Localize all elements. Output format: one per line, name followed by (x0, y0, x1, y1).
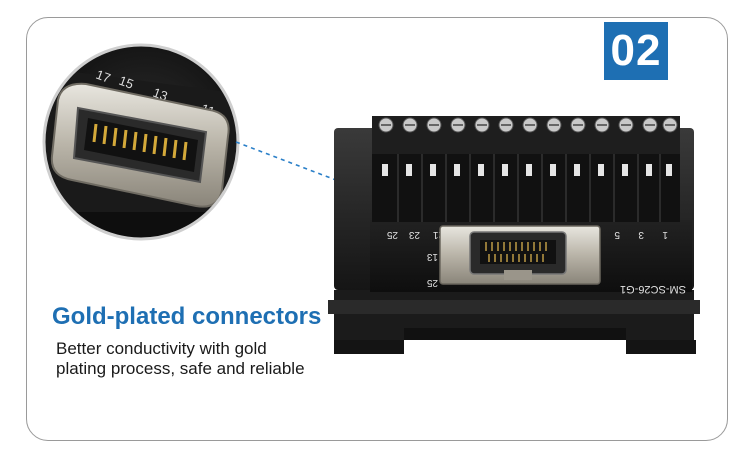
pointer-dashed-line (235, 141, 421, 213)
pin-label: 5 (614, 229, 620, 240)
zoom-gold-pins (92, 123, 188, 161)
pin-label: 25 (386, 229, 398, 240)
zoom-connector-shell (50, 82, 230, 208)
zoom-circle: 17 15 13 11 (42, 43, 240, 241)
feature-description-line: plating process, safe and reliable (56, 359, 305, 378)
terminal-screws (378, 117, 678, 133)
terminal-openings (382, 164, 672, 176)
zoom-pin-label: 17 (94, 67, 113, 86)
pin-label: 25 (426, 277, 438, 288)
pin-label: 13 (426, 251, 438, 262)
scsi-connector (439, 225, 601, 285)
feature-description-line: Better conductivity with gold (56, 339, 267, 358)
step-number-badge: 02 (604, 22, 668, 80)
zoom-pin-label: 15 (117, 73, 136, 92)
pin-label: 23 (408, 229, 420, 240)
zoom-pin-labels: 17 15 13 11 (94, 67, 217, 120)
pin-label: 1 (662, 229, 668, 240)
feature-title: Gold-plated connectors (52, 303, 322, 330)
feature-description: Better conductivity with gold plating pr… (56, 339, 305, 379)
pin-label: 3 (638, 229, 644, 240)
pin-label: 21 (432, 229, 444, 240)
model-label: SM-SC26-G1 (620, 283, 686, 295)
terminal-block-module: 25 23 21 19 9 7 5 3 1 13 25 (328, 116, 700, 354)
